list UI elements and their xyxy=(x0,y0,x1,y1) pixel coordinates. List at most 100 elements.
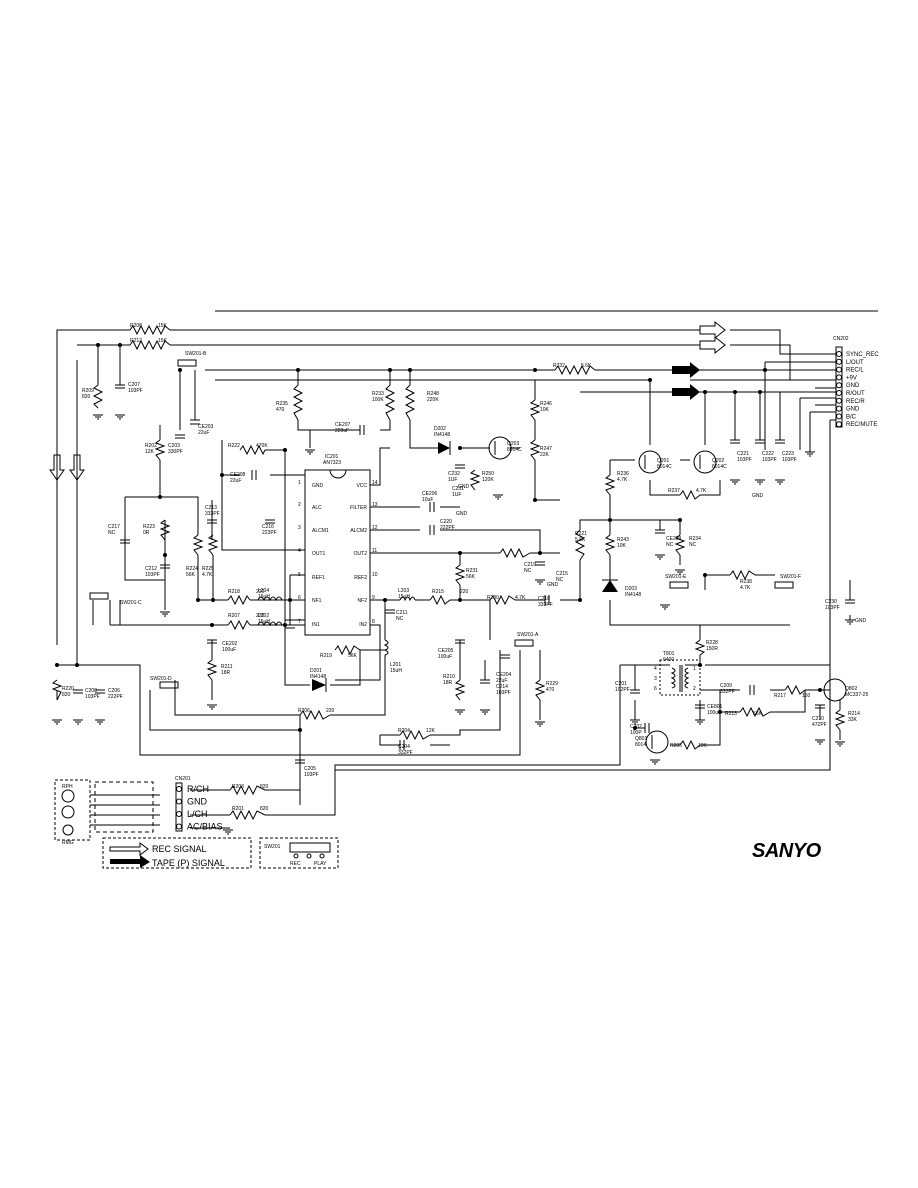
capacitor-value: 22uF xyxy=(198,430,209,436)
capacitor-ref: C201 xyxy=(615,681,627,687)
capacitor-ref: C209 xyxy=(720,683,732,689)
ic-pin-number: 5 xyxy=(298,572,301,578)
transformer-pin: 1 xyxy=(693,666,696,672)
cn202-pin-marker xyxy=(836,358,842,365)
ic-pin-number: 11 xyxy=(372,548,377,554)
tape-signal-arrow xyxy=(110,855,150,868)
ic-pin-number: 6 xyxy=(298,595,301,601)
resistor-value: 120K xyxy=(482,477,494,483)
ic-pin-number: 9 xyxy=(372,595,375,601)
resistor-value: 150R xyxy=(706,646,718,652)
resistor-value: 220 xyxy=(460,589,469,595)
cn202-pin-marker xyxy=(836,405,842,412)
resistor-value: 220 xyxy=(326,708,335,714)
resistor-ref: R234 xyxy=(689,536,701,542)
inductor-ref: L203 xyxy=(398,588,409,594)
capacitor-value: NC xyxy=(666,542,674,548)
cn202-pin-marker xyxy=(836,366,842,373)
sanyo-logo: SANYO xyxy=(752,840,821,862)
gnd-label: GND xyxy=(456,511,468,517)
resistor-value: 5.6K xyxy=(581,363,592,369)
resistor-value: 4.7K xyxy=(696,488,707,494)
capacitor-ref: C210 xyxy=(812,716,824,722)
resistor-ref: R206 xyxy=(298,708,310,714)
ic-pin-number: 13 xyxy=(372,502,378,508)
ic-pin-number: 10 xyxy=(372,572,378,578)
resistor-ref: R223 xyxy=(143,524,155,530)
resistor-ref: R221 xyxy=(575,531,587,537)
resistor-ref: R229 xyxy=(546,681,558,687)
cn202-pin-marker xyxy=(836,374,842,381)
ic-ref-label: IC201 xyxy=(325,454,339,460)
ic-pin-number: 12 xyxy=(372,525,378,531)
cn202-pin-label: REC/R xyxy=(846,399,865,405)
switch-legend-ref: SW201 xyxy=(264,844,281,850)
inductor-value: 15uH xyxy=(258,594,270,600)
ic-pin-name: NF1 xyxy=(312,598,322,604)
capacitor-value: 103PF xyxy=(85,694,100,700)
resistor-value: 15K xyxy=(158,338,168,344)
capacitor-symbols xyxy=(73,384,855,764)
resistor-ref: R220 xyxy=(62,686,74,692)
transformer-pin: 6 xyxy=(654,686,657,692)
capacitor-ref: C202 xyxy=(630,724,642,730)
diode-part: IN4148 xyxy=(625,592,641,598)
capacitor-value: 103PF xyxy=(304,772,319,778)
capacitor-value: 472PF xyxy=(812,722,827,728)
resistor-ref: R231 xyxy=(466,568,478,574)
cn202-pin-marker xyxy=(836,382,842,389)
resistor-ref: R222 xyxy=(228,443,240,449)
transistor-ref: Q801 xyxy=(635,736,647,742)
resistor-value: 10K xyxy=(617,543,627,549)
resistor-ref: R224 xyxy=(186,566,198,572)
capacitor-value: NC xyxy=(556,577,564,583)
transistor-ref: Q203 xyxy=(507,441,519,447)
resistor-value: 56K xyxy=(753,711,763,717)
capacitor-ref: C214 xyxy=(496,684,508,690)
capacitor-ref: C205 xyxy=(304,766,316,772)
capacitor-value: 103PF xyxy=(145,572,160,578)
capacitor-value: 100P xyxy=(630,730,642,736)
resistor-value: 10K xyxy=(698,743,708,749)
resistor-ref: R209 xyxy=(82,388,94,394)
resistor-value: 56K xyxy=(466,574,476,580)
transistor-ref: Q201 xyxy=(657,458,669,464)
transistor-part: 8014C xyxy=(712,464,727,470)
switch-d-label: SW201-D xyxy=(150,676,172,682)
transistor-part: MC337-25 xyxy=(845,692,869,698)
capacitor-value: 220uF xyxy=(335,428,349,434)
ic-pin-number: 4 xyxy=(298,548,301,554)
ic-pin-name: OUT1 xyxy=(312,551,326,557)
ic-pin-number: 1 xyxy=(298,480,301,486)
capacitor-ref: CE202 xyxy=(222,641,238,647)
resistor-ref: R225 xyxy=(202,566,214,572)
head-rph-label: RPH xyxy=(62,784,73,790)
capacitor-ref: C208 xyxy=(85,688,97,694)
capacitor-value: 332PF xyxy=(720,689,735,695)
head-rph-symbol xyxy=(61,789,75,803)
diode-symbols xyxy=(312,441,618,692)
cn202-pin-label: GND xyxy=(846,383,860,389)
transformer-symbol xyxy=(659,659,701,696)
switch-a-label: SW201-A xyxy=(517,632,539,638)
transistor-ref: Q202 xyxy=(712,458,724,464)
diode-part: IN4148 xyxy=(310,674,326,680)
capacitor-ref: CE207 xyxy=(335,422,351,428)
junction-dots xyxy=(55,343,822,732)
capacitor-ref: C222 xyxy=(762,451,774,457)
transformer-pin: 3 xyxy=(654,676,657,682)
cn202-pin-marker xyxy=(836,397,842,404)
diode-ref: D203 xyxy=(625,586,637,592)
capacitor-value: 103PF xyxy=(496,690,511,696)
transformer-ref: T801 xyxy=(663,651,675,657)
ic-pin-name: ALCM2 xyxy=(350,528,367,534)
capacitor-value: 22uF xyxy=(496,678,507,684)
ic-pin-name: NF2 xyxy=(358,598,368,604)
resistor-ref: R201 xyxy=(232,806,244,812)
resistor-value: 33K xyxy=(848,717,858,723)
rec-signal-arrow xyxy=(109,842,149,856)
capacitor-value: 100uF xyxy=(222,647,236,653)
capacitor-ref: C216 xyxy=(262,524,274,530)
